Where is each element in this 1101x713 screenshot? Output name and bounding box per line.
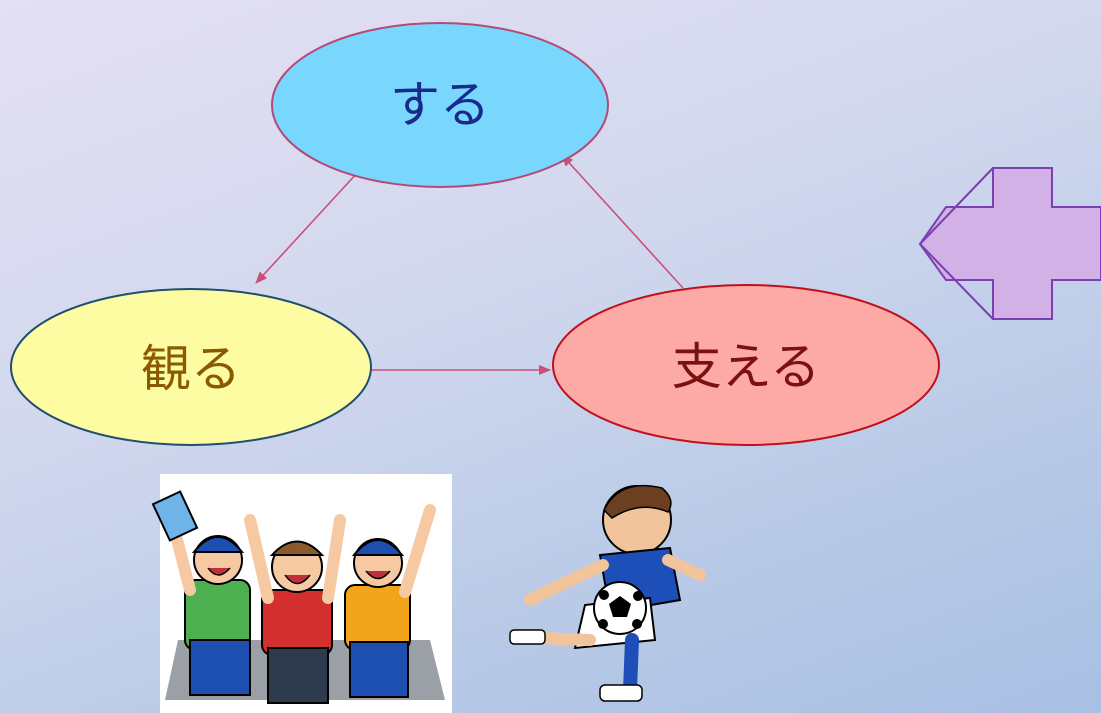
double-arrow-head-left — [918, 167, 994, 320]
node-sasaeru-label: 支える — [672, 338, 821, 396]
fan-left — [151, 490, 251, 696]
double-arrow-icon — [918, 167, 1101, 320]
node-sasaeru: 支える — [552, 284, 940, 446]
node-miru-shape — [10, 288, 372, 446]
node-sasaeru-shape — [552, 284, 940, 446]
edge-suru-to-miru — [255, 171, 359, 284]
node-miru: 観る — [10, 288, 372, 446]
node-suru-shape — [271, 22, 609, 188]
node-suru: する — [271, 22, 609, 188]
fan-right — [344, 504, 436, 698]
fan-middle — [244, 514, 346, 704]
node-suru-label: する — [390, 76, 490, 134]
soccer-player-illustration — [509, 484, 706, 702]
node-miru-label: 観る — [141, 340, 241, 398]
edge-sasaeru-to-suru — [561, 154, 684, 289]
soccer-ball-icon — [593, 581, 647, 635]
cheering-fans-illustration — [151, 474, 452, 713]
